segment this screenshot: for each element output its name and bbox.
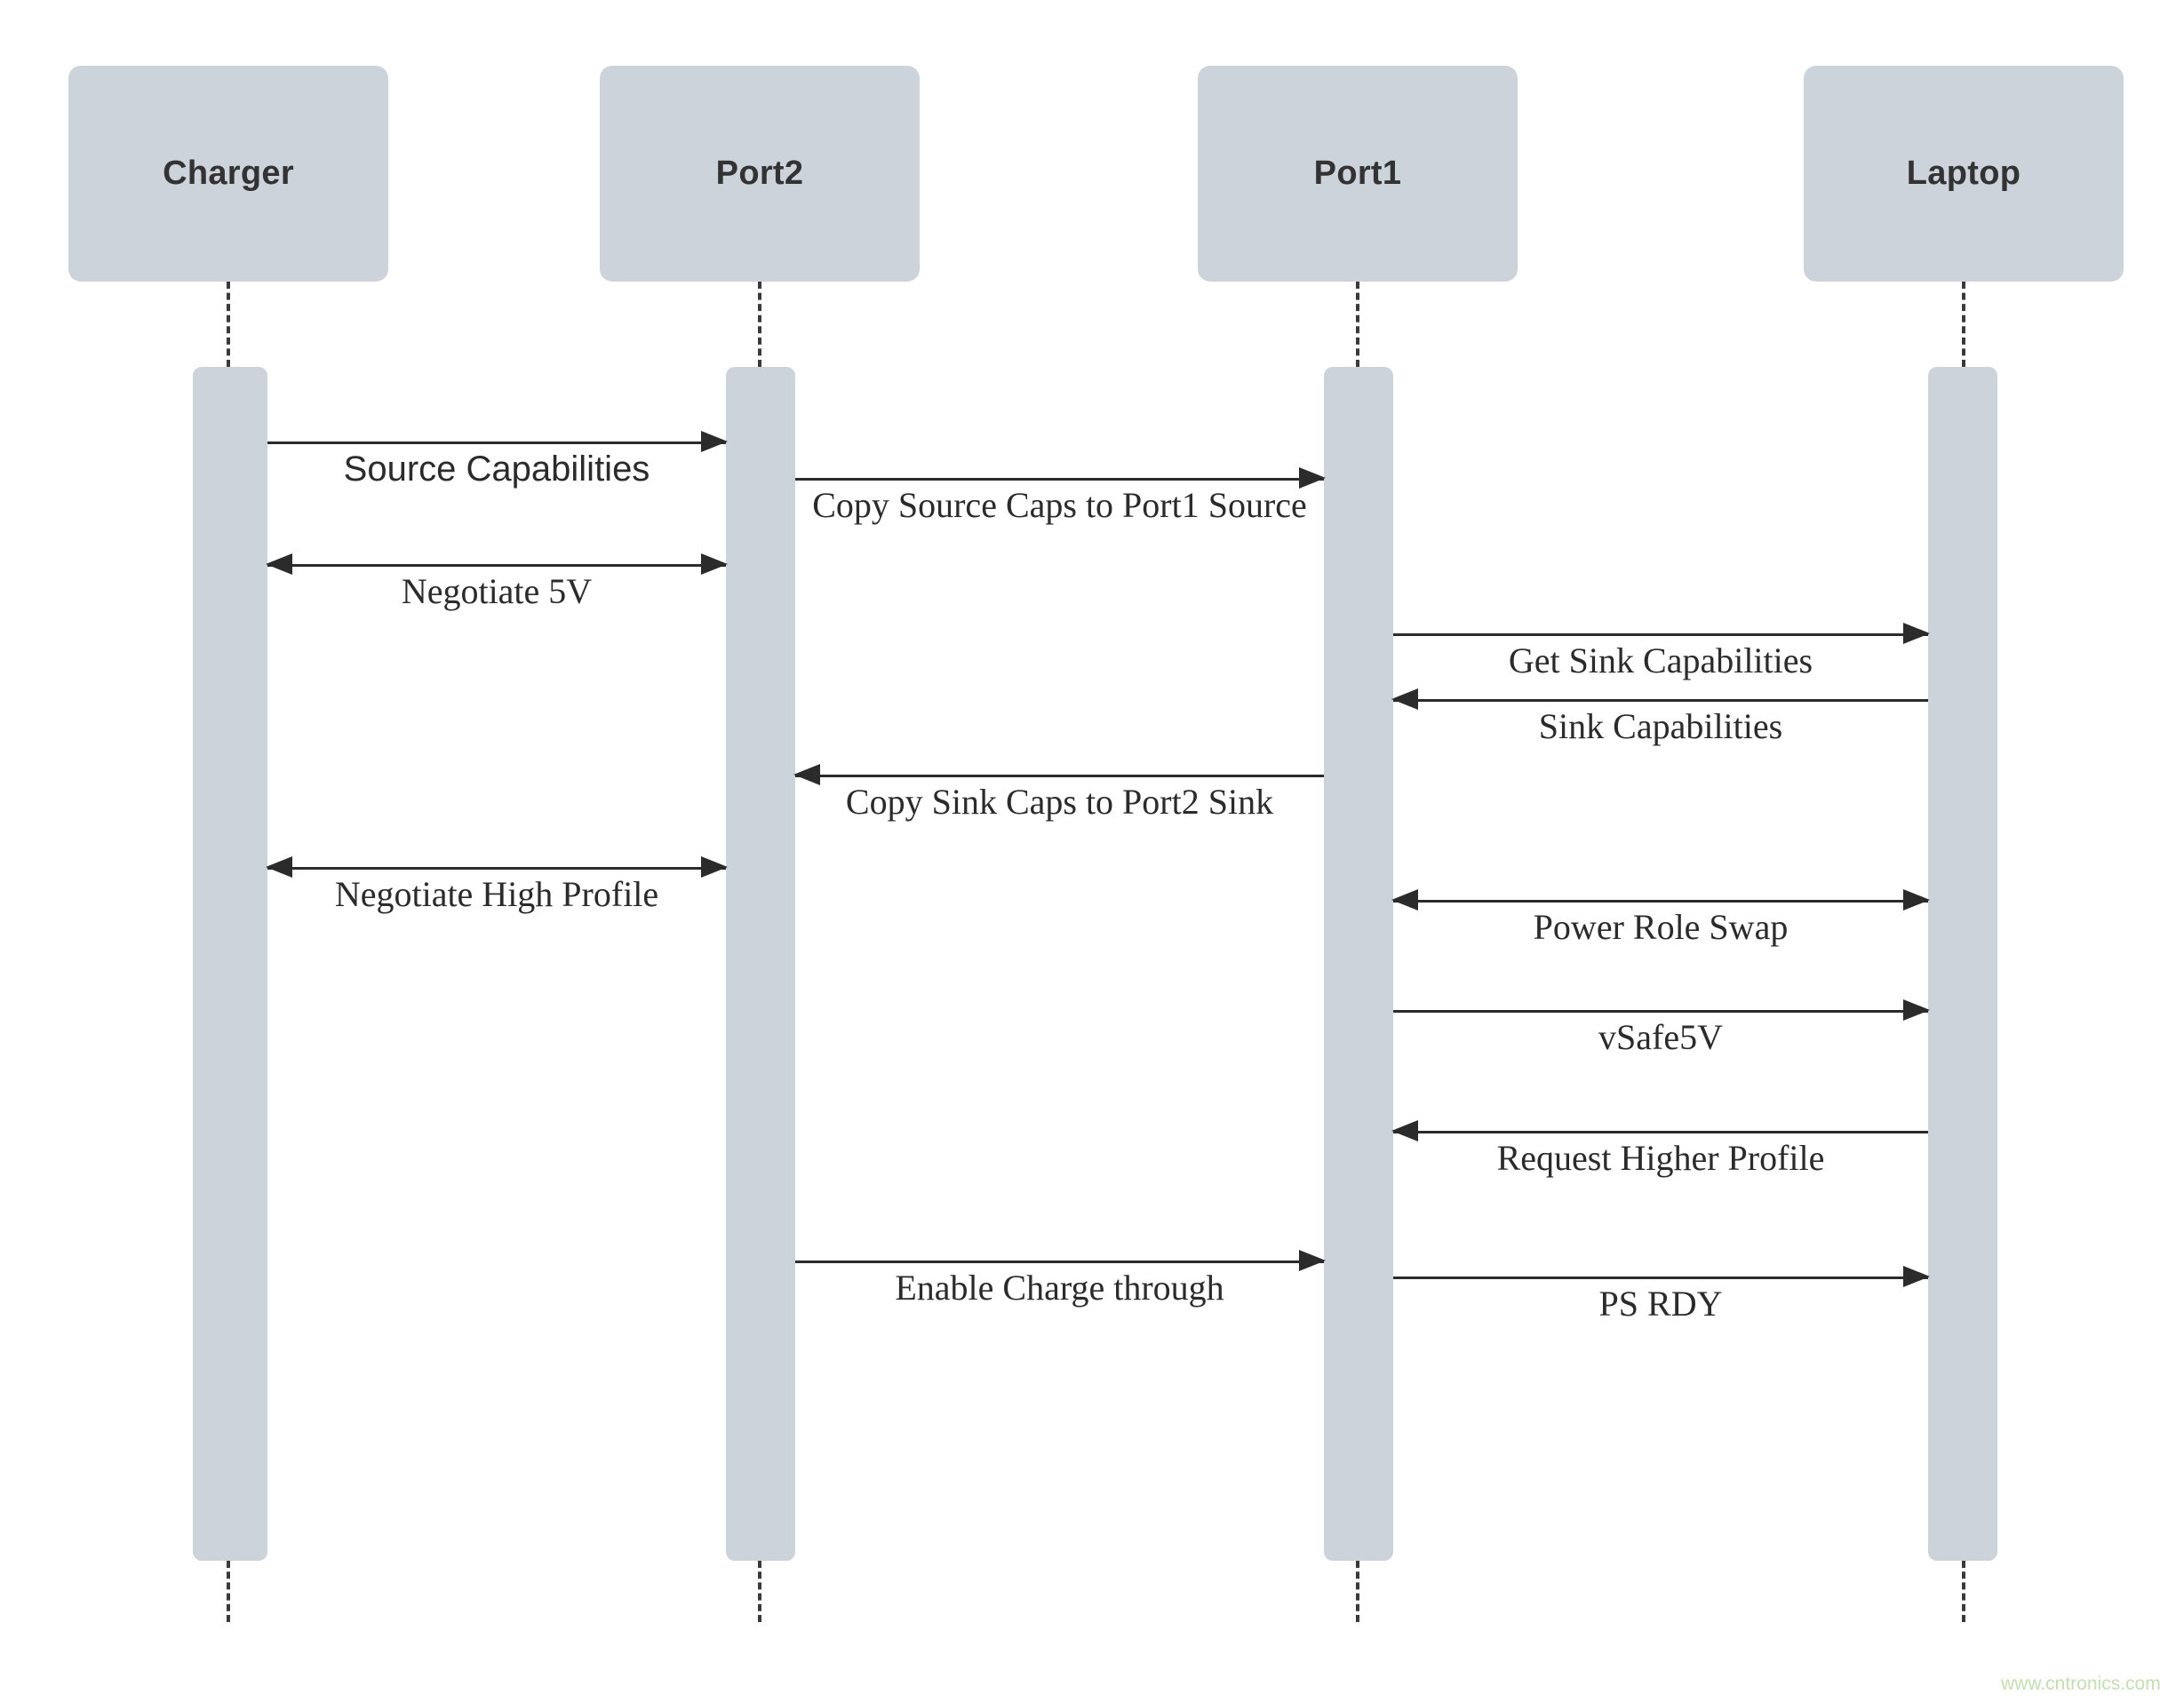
lifeline-bottom-port2 bbox=[758, 1561, 761, 1622]
lifeline-bottom-port1 bbox=[1356, 1561, 1359, 1622]
message-label: Negotiate 5V bbox=[401, 571, 593, 611]
watermark: www.cntronics.com bbox=[2001, 1674, 2161, 1694]
message-label: Copy Sink Caps to Port2 Sink bbox=[845, 782, 1274, 822]
arrow-head-right-icon bbox=[1903, 1266, 1930, 1287]
lifeline-bottom-laptop bbox=[1962, 1561, 1965, 1622]
participant-box-charger[interactable]: Charger bbox=[68, 66, 388, 282]
message-line bbox=[1393, 1010, 1928, 1013]
message-label: Power Role Swap bbox=[1533, 907, 1789, 947]
arrow-head-left-icon bbox=[1391, 1120, 1418, 1141]
participant-box-laptop[interactable]: Laptop bbox=[1804, 66, 2124, 282]
participant-box-port2[interactable]: Port2 bbox=[600, 66, 920, 282]
message-line bbox=[267, 564, 726, 567]
message-line bbox=[795, 1261, 1324, 1263]
message-label: vSafe5V bbox=[1598, 1017, 1723, 1057]
activation-bar-port2 bbox=[726, 367, 795, 1561]
message-label: Get Sink Capabilities bbox=[1508, 640, 1813, 680]
message-line bbox=[795, 775, 1324, 777]
message-label: Request Higher Profile bbox=[1496, 1138, 1825, 1178]
message-line bbox=[267, 867, 726, 870]
lifeline-bottom-charger bbox=[227, 1561, 230, 1622]
arrow-head-left-icon bbox=[266, 856, 292, 878]
participant-label: Port2 bbox=[715, 155, 804, 192]
message-label: Sink Capabilities bbox=[1538, 706, 1783, 746]
message-label: Source Capabilities bbox=[343, 449, 650, 489]
message-line bbox=[267, 441, 726, 444]
lifeline-top-laptop bbox=[1962, 282, 1965, 367]
message-line bbox=[1393, 900, 1928, 903]
message-label: Negotiate High Profile bbox=[334, 874, 659, 914]
arrow-head-right-icon bbox=[701, 553, 728, 575]
lifeline-top-charger bbox=[227, 282, 230, 367]
participant-label: Charger bbox=[163, 155, 294, 192]
lifeline-top-port1 bbox=[1356, 282, 1359, 367]
activation-bar-charger bbox=[193, 367, 267, 1561]
arrow-head-right-icon bbox=[701, 431, 728, 452]
message-line bbox=[1393, 1276, 1928, 1279]
arrow-head-left-icon bbox=[793, 764, 820, 785]
message-label: Copy Source Caps to Port1 Source bbox=[812, 485, 1307, 525]
message-line bbox=[1393, 633, 1928, 636]
message-label: Enable Charge through bbox=[895, 1268, 1224, 1308]
arrow-head-right-icon bbox=[1299, 1250, 1326, 1271]
arrow-head-left-icon bbox=[1391, 889, 1418, 911]
lifeline-top-port2 bbox=[758, 282, 761, 367]
arrow-head-left-icon bbox=[266, 553, 292, 575]
activation-bar-port1 bbox=[1324, 367, 1393, 1561]
message-line bbox=[1393, 699, 1928, 702]
arrow-head-right-icon bbox=[701, 856, 728, 878]
arrow-head-right-icon bbox=[1903, 623, 1930, 644]
participant-label: Port1 bbox=[1313, 155, 1402, 192]
message-label: PS RDY bbox=[1598, 1284, 1723, 1324]
arrow-head-right-icon bbox=[1299, 467, 1326, 489]
message-line bbox=[1393, 1131, 1928, 1133]
activation-bar-laptop bbox=[1928, 367, 1997, 1561]
message-line bbox=[795, 478, 1324, 481]
arrow-head-right-icon bbox=[1903, 999, 1930, 1021]
participant-label: Laptop bbox=[1906, 155, 2021, 192]
arrow-head-right-icon bbox=[1903, 889, 1930, 911]
arrow-head-left-icon bbox=[1391, 688, 1418, 710]
participant-box-port1[interactable]: Port1 bbox=[1198, 66, 1518, 282]
